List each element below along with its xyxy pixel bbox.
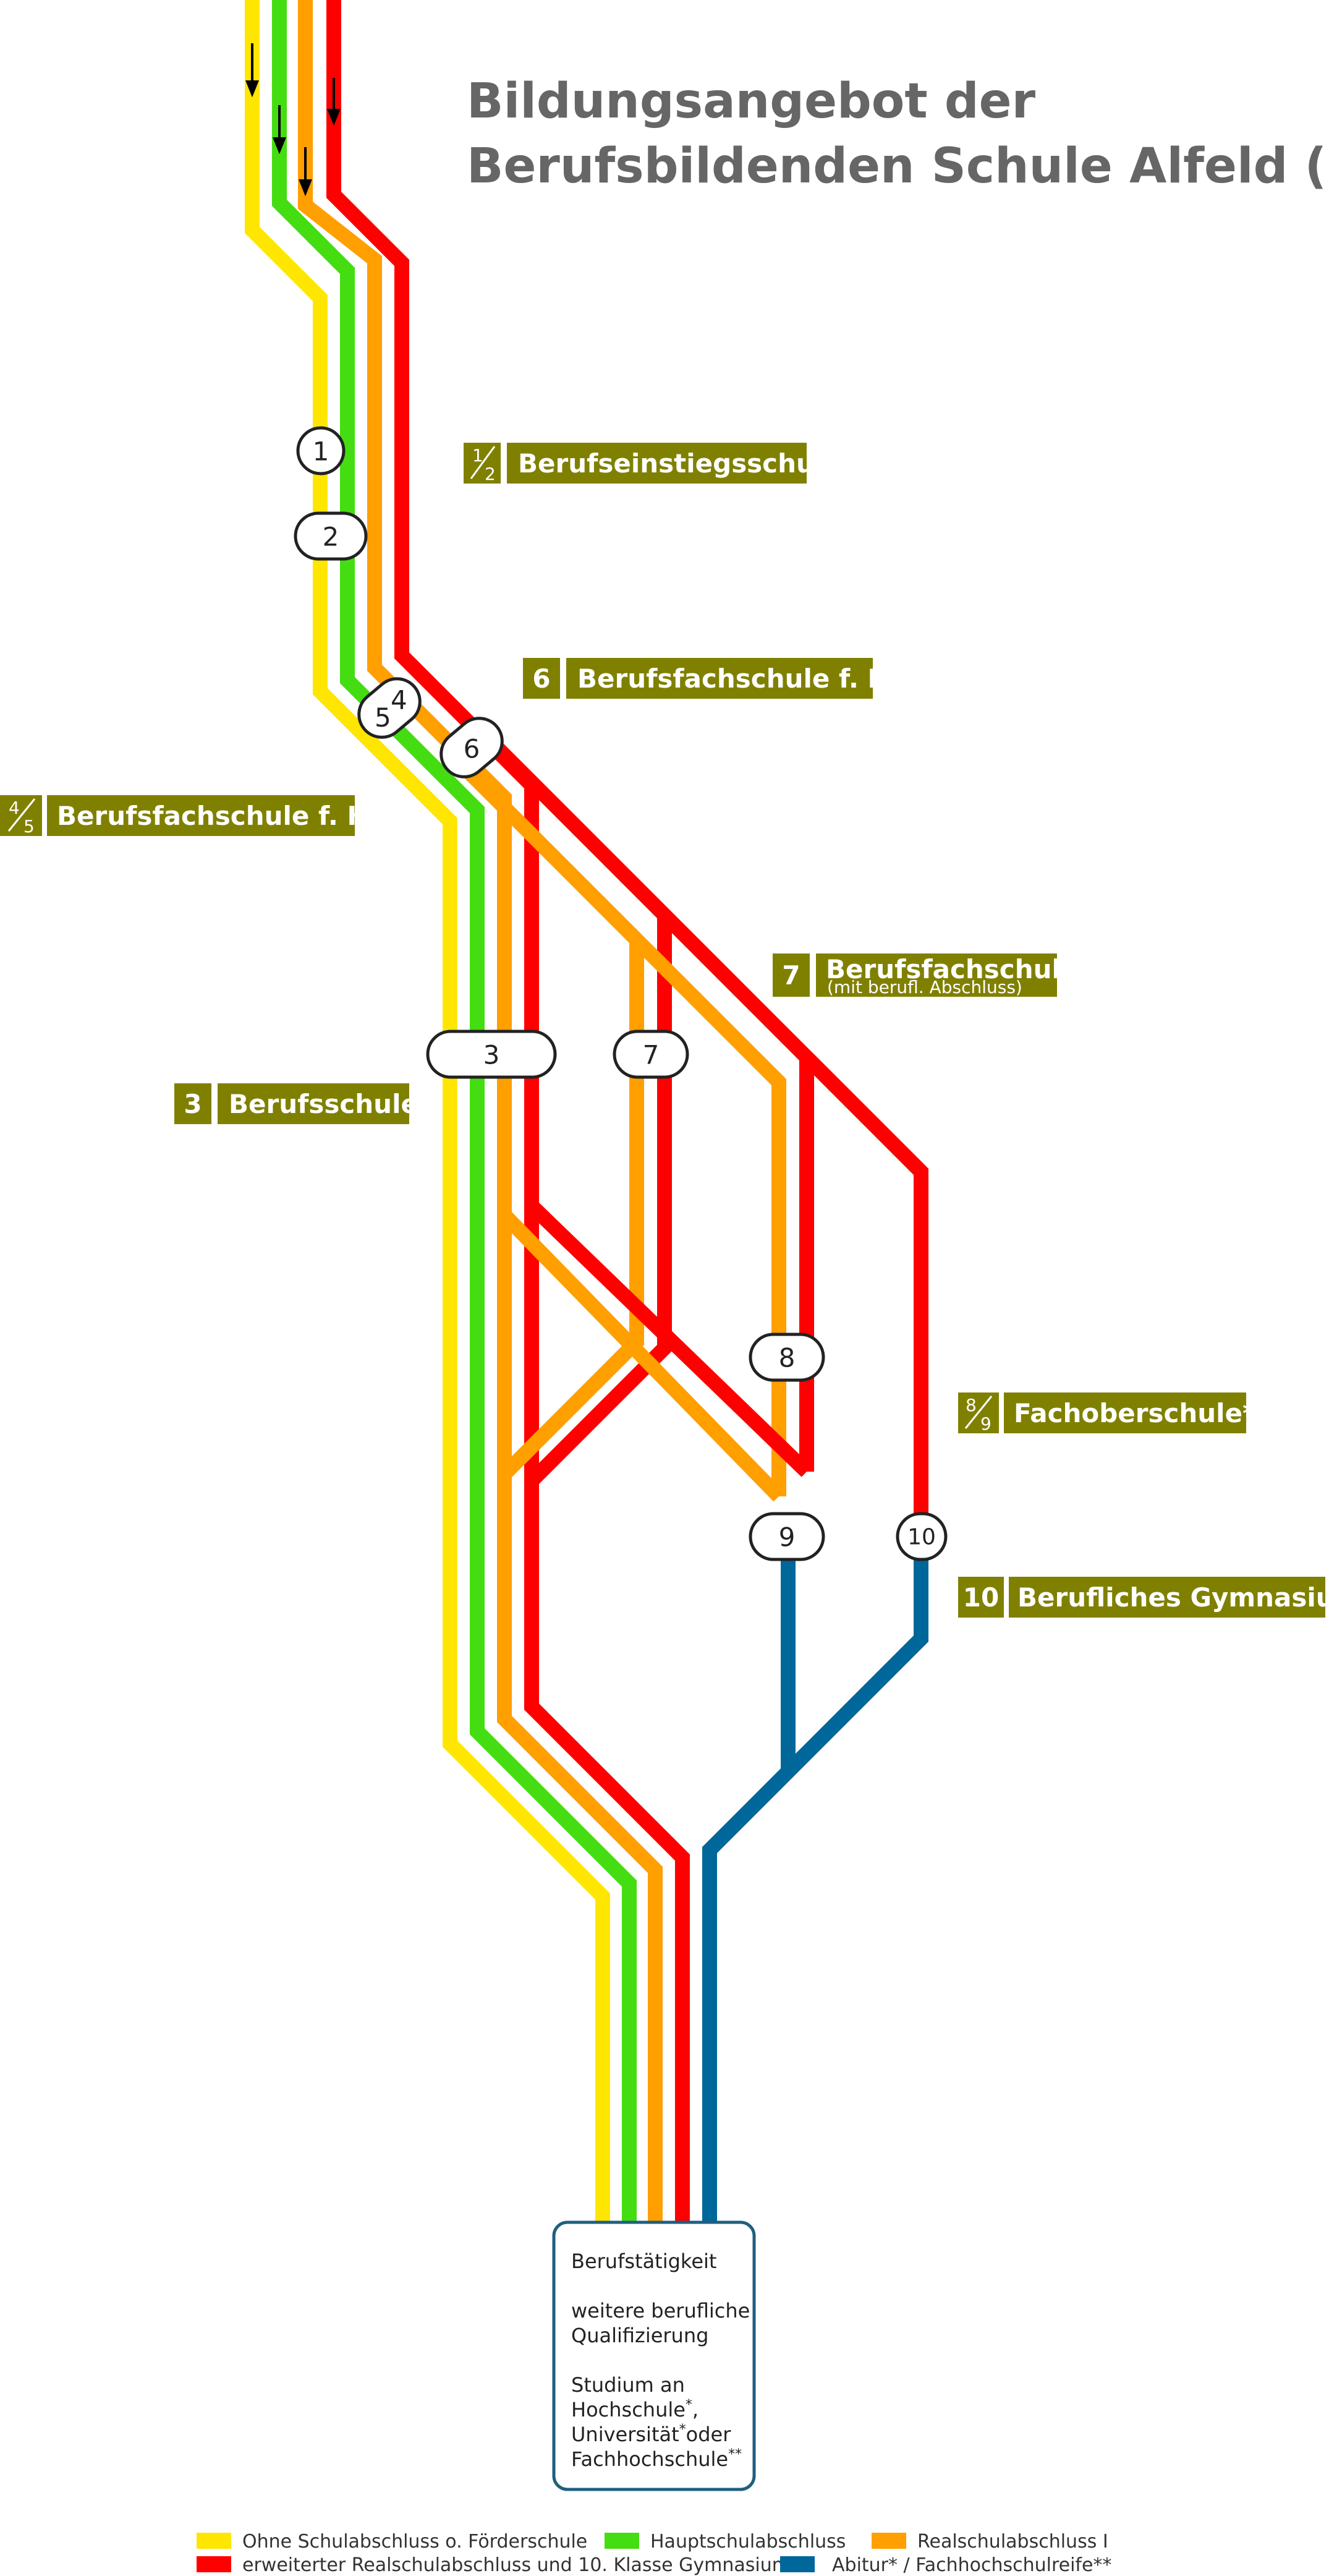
path-green	[272, 0, 637, 2226]
node-1-label: 1	[313, 437, 329, 467]
node-6: 6	[439, 717, 504, 778]
path-yellow	[245, 0, 610, 2226]
label-gymnasium-text: Berufliches Gymnasium*	[1017, 1582, 1329, 1613]
path-orange-diagonal	[439, 743, 786, 1496]
outcome-line-3: Qualifizierung	[571, 2324, 708, 2347]
label-berufseinstieg-frac-bottom: 2	[485, 464, 496, 484]
legend-label-blue: Abitur* / Fachhochschulreife**	[832, 2554, 1111, 2576]
legend-label-red: erweiterter Realschulabschluss und 10. K…	[242, 2554, 790, 2576]
arrow-down-icon	[273, 137, 286, 155]
label-fos-frac-top: 8	[966, 1395, 977, 1415]
node-8: 8	[749, 1333, 825, 1382]
legend-item-red: erweiterter Realschulabschluss und 10. K…	[197, 2554, 790, 2576]
node-4-label: 4	[391, 685, 407, 715]
legend-label-orange: Realschulabschluss I	[917, 2531, 1108, 2553]
path-red-cross	[526, 1200, 812, 1477]
outcome-line-1: Berufstätigkeit	[571, 2250, 716, 2273]
node-7-label: 7	[643, 1040, 660, 1070]
path-red-gymnasium	[801, 1052, 927, 1177]
label-bfs-hs-frac-top: 4	[9, 798, 20, 818]
node-10-label: 10	[907, 1525, 936, 1550]
label-bfs-beruf-num: 7	[782, 960, 800, 991]
label-bfs-hs: 4 5 Berufsfachschule f. HS	[0, 795, 388, 837]
node-10: 10	[896, 1512, 948, 1561]
legend-item-green: Hauptschulabschluss	[605, 2531, 846, 2553]
legend-item-blue: Abitur* / Fachhochschulreife**	[780, 2554, 1111, 2576]
label-bfs-rs-num: 6	[532, 663, 550, 694]
node-2-label: 2	[323, 522, 339, 552]
node-9-label: 9	[779, 1522, 796, 1553]
label-berufsschule-num: 3	[184, 1089, 202, 1119]
label-bfs-beruf-sub: (mit berufl. Abschluss)	[827, 977, 1022, 997]
label-berufseinstiegsschule: 1 2 Berufseinstiegsschule	[464, 443, 841, 484]
label-bfs-hs-text: Berufsfachschule f. HS	[57, 801, 388, 831]
label-bfs-rs: 6 Berufsfachschule f. RS	[523, 658, 906, 699]
node-8-label: 8	[779, 1343, 796, 1373]
label-bfs-beruf-text: Berufsfachschule	[826, 954, 1078, 984]
legend-item-orange: Realschulabschluss I	[872, 2531, 1108, 2553]
node-3: 3	[426, 1030, 557, 1079]
node-1: 1	[296, 426, 346, 476]
legend-item-yellow: Ohne Schulabschluss o. Förderschule	[197, 2531, 587, 2553]
title-line-1: Bildungsangebot der	[467, 74, 1036, 129]
legend: Ohne Schulabschluss o. Förderschule Haup…	[197, 2531, 1111, 2576]
outcome-line-6: Universität*oder	[571, 2422, 731, 2446]
label-gymnasium-num: 10	[963, 1582, 999, 1613]
label-fachoberschule: 8 9 Fachoberschule* *	[958, 1392, 1279, 1434]
title-line-2: Berufsbildenden Schule Alfeld (Leine)	[467, 139, 1329, 194]
label-bfs-beruf: 7 Berufsfachschule (mit berufl. Abschlus…	[773, 953, 1078, 997]
label-bfs-hs-frac-bottom: 5	[23, 816, 35, 837]
legend-label-yellow: Ohne Schulabschluss o. Förderschule	[242, 2531, 587, 2553]
start-arrows	[245, 43, 341, 197]
label-gymnasium: 10 Berufliches Gymnasium*	[958, 1577, 1329, 1618]
arrow-down-icon	[299, 179, 312, 197]
label-berufsschule-text: Berufsschule	[229, 1089, 418, 1119]
arrow-down-icon	[245, 80, 259, 98]
path-orange-main	[298, 0, 663, 2226]
label-fos-frac-bottom: 9	[980, 1414, 991, 1434]
legend-label-green: Hauptschulabschluss	[650, 2531, 846, 2553]
path-blue-gymnasium	[702, 1537, 928, 2226]
label-bfs-rs-text: Berufsfachschule f. RS	[577, 663, 906, 694]
label-fos-text: Fachoberschule* *	[1014, 1398, 1279, 1428]
label-berufseinstieg-frac-top: 1	[472, 445, 483, 466]
program-labels: 1 2 Berufseinstiegsschule 6 Berufsfachsc…	[0, 443, 1329, 1618]
arrow-down-icon	[327, 109, 341, 126]
path-orange-cross	[499, 1209, 784, 1502]
outcome-line-2: weitere berufliche	[571, 2299, 750, 2322]
path-red-bfs7	[526, 915, 672, 1486]
node-3-label: 3	[483, 1040, 500, 1070]
outcome-line-7: Fachhochschule**	[571, 2447, 742, 2471]
label-berufsschule: 3 Berufsschule	[174, 1083, 418, 1124]
node-7: 7	[613, 1030, 689, 1079]
station-nodes: 1 2 4 5 6 3 7 8 9	[294, 426, 948, 1561]
outcome-line-5: Hochschule*,	[571, 2397, 698, 2421]
outcome-line-4: Studium an	[571, 2373, 685, 2397]
outcome-box: Berufstätigkeit weitere berufliche Quali…	[552, 2220, 756, 2491]
label-berufseinstieg-text: Berufseinstiegsschule	[518, 448, 841, 479]
node-6-label: 6	[464, 734, 480, 764]
node-5-label: 5	[375, 702, 391, 733]
path-lines	[245, 0, 928, 2226]
node-9: 9	[749, 1512, 825, 1561]
node-4: 4 5	[357, 677, 422, 739]
node-2: 2	[294, 511, 368, 561]
